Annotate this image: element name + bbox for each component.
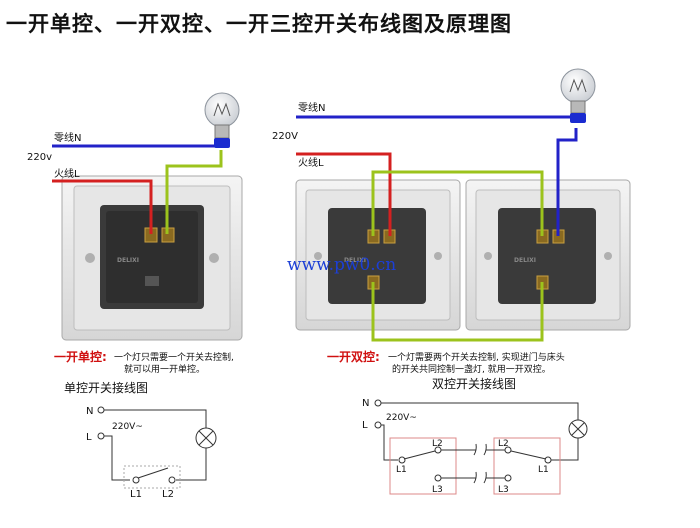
light-bulb-icon — [204, 92, 240, 148]
double-caption-line2: 的开关共同控制一盏灯, 就用一开双控。 — [392, 363, 551, 375]
traveler-wire-bottom — [371, 282, 544, 342]
single-caption-line2: 就可以用一开单控。 — [124, 363, 205, 375]
lamp-wire — [556, 128, 578, 236]
single-switch-photo: DELIXI 零线N 220v 火线L — [27, 92, 243, 341]
traveler-wire-top — [371, 170, 544, 236]
switch-symbol-icon — [389, 437, 457, 495]
switch-plate-2: DELIXI — [465, 179, 631, 331]
double-switch-photo: DELIXI DELIXI 零线N 220V 火线L — [272, 68, 631, 342]
watermark: www.pw0.cn — [287, 255, 396, 275]
page-title: 一开单控、一开双控、一开三控开关布线图及原理图 — [6, 11, 512, 36]
brand-label: DELIXI — [117, 257, 139, 264]
lamp-symbol-icon — [568, 419, 588, 439]
n-label: N — [86, 406, 93, 417]
left-l1-label: L1 — [396, 465, 407, 475]
brand-label: DELIXI — [514, 257, 536, 264]
terminal-l2-label: L2 — [162, 489, 174, 500]
switch-plate-1: DELIXI — [295, 179, 461, 331]
brand-label: DELIXI — [344, 257, 366, 264]
switch-wire — [165, 150, 223, 234]
neutral-label: 零线N — [54, 131, 81, 144]
neutral-label: 零线N — [298, 101, 325, 114]
single-caption-line1: 一个灯只需要一个开关去控制, — [114, 351, 234, 363]
switch-plate: DELIXI — [61, 175, 243, 341]
live-wire — [52, 179, 153, 234]
voltage-label: 220v — [27, 152, 52, 163]
single-caption-heading: 一开单控: — [54, 349, 107, 364]
double-caption-line1: 一个灯需要两个开关去控制, 实现进门与床头 — [388, 351, 565, 363]
n-label: N — [362, 398, 369, 409]
left-l2-label: L2 — [432, 439, 443, 449]
live-label: 火线L — [298, 156, 324, 169]
l-label: L — [86, 432, 92, 443]
double-caption-heading: 一开双控: — [327, 349, 380, 364]
right-l2-label: L2 — [498, 439, 509, 449]
voltage-label: 220V~ — [112, 422, 143, 432]
voltage-label: 220V — [272, 131, 298, 142]
live-wire — [296, 152, 392, 236]
lamp-symbol-icon — [195, 427, 217, 449]
switch-symbol-icon — [493, 437, 561, 495]
single-schematic-title: 单控开关接线图 — [64, 380, 148, 395]
double-control-schematic: 双控开关接线图 N L 220V~ L2 L1 L3 — [362, 376, 588, 495]
terminal-l1-label: L1 — [130, 489, 142, 500]
light-bulb-icon — [560, 68, 596, 123]
live-label: 火线L — [54, 167, 80, 180]
right-l1-label: L1 — [538, 465, 549, 475]
left-l3-label: L3 — [432, 485, 443, 495]
l-label: L — [362, 420, 368, 431]
voltage-label: 220V~ — [386, 413, 417, 423]
right-l3-label: L3 — [498, 485, 509, 495]
single-control-schematic: 单控开关接线图 N L 220V~ L1 L2 — [64, 380, 217, 500]
switch-symbol-icon — [123, 465, 181, 489]
double-schematic-title: 双控开关接线图 — [432, 376, 516, 391]
